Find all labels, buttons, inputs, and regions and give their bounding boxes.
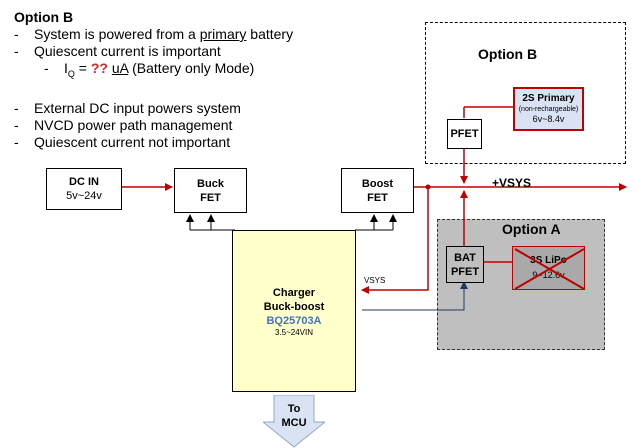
note-primary-battery: - System is powered from a primary batte… <box>14 26 294 42</box>
lipo-battery-box: 3S LiPo 9~12.6v <box>512 246 585 290</box>
vsys-feedback-label: VSYS <box>364 276 386 285</box>
option-a-title: Option A <box>502 221 561 237</box>
down-arrow-icon <box>263 395 325 448</box>
bat-pfet-box: BAT PFET <box>446 246 484 283</box>
dc-in-box: DC IN 5v~24v <box>46 168 122 210</box>
note-quiescent-important: - Quiescent current is important <box>14 43 221 59</box>
pfet-box: PFET <box>447 119 482 149</box>
junction-dot <box>425 184 431 190</box>
note-iq: - IQ = ?? uA (Battery only Mode) <box>44 60 255 79</box>
wire-charger-to-batpfet <box>362 281 468 311</box>
primary-battery-box: 2S Primary (non-rechargeable) 6v~8.4v <box>513 87 584 131</box>
option-b-title: Option B <box>478 46 538 62</box>
notes-panel: Option B - System is powered from a prim… <box>14 9 293 151</box>
cross-out-icon <box>514 248 585 290</box>
buck-fet-box: Buck FET <box>174 168 247 213</box>
charger-box: Charger Buck-boost BQ25703A 3.5~24VIN <box>232 230 356 392</box>
option-b-region <box>425 22 626 164</box>
notes-heading: Option B <box>14 9 74 25</box>
to-mcu-arrow: To MCU <box>263 395 325 448</box>
note-quiescent-not-important: - Quiescent current not important <box>14 133 231 150</box>
boost-fet-box: Boost FET <box>341 168 414 213</box>
vsys-rail-label: +VSYS <box>492 176 532 190</box>
note-nvcd: - NVCD power path management <box>14 116 233 133</box>
wire-vsys-feedback <box>361 187 429 294</box>
note-external-dc: - External DC input powers system <box>14 99 241 116</box>
